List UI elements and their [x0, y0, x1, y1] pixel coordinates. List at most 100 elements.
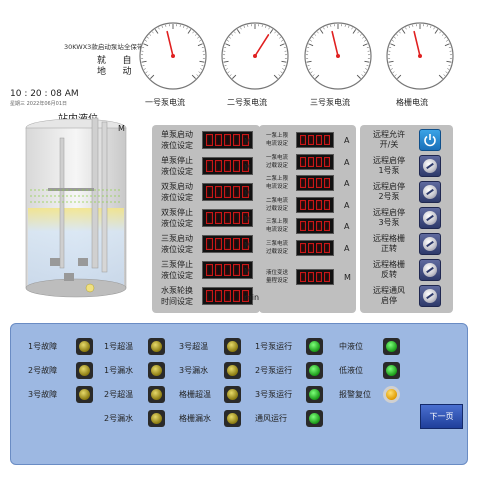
knob-icon	[423, 237, 437, 251]
remote-label: 远程格栅正转	[373, 234, 405, 253]
current-param-display[interactable]	[296, 175, 334, 191]
indicator-lamp-icon	[309, 365, 320, 376]
current-param-display[interactable]	[296, 196, 334, 213]
status-lamp	[148, 338, 165, 355]
indicator-lamp-icon	[386, 365, 397, 376]
level-param-display[interactable]	[202, 131, 253, 149]
indicator-lamp-icon	[79, 389, 90, 400]
status-lamp	[306, 386, 323, 403]
indicator-lamp-icon	[309, 389, 320, 400]
status-label: 2号漏水	[104, 414, 134, 423]
level-param-unit: M	[244, 189, 251, 198]
indicator-lamp-icon	[151, 341, 162, 352]
indicator-lamp-icon	[227, 389, 238, 400]
gauge-label-pump3: 三号泵电流	[310, 98, 350, 107]
current-param-display[interactable]	[296, 132, 334, 148]
indicator-lamp-icon	[151, 365, 162, 376]
level-param-label: 双泵停止液位设定	[161, 208, 193, 228]
remote-switch-button[interactable]	[419, 285, 441, 307]
level-param-label: 双泵启动液位设定	[161, 182, 193, 202]
current-param-label: 三泵电流过载设定	[265, 240, 288, 255]
current-param-display[interactable]	[296, 153, 334, 170]
remote-label: 远程允许开/关	[373, 130, 405, 149]
gauge-dial-4	[384, 20, 456, 92]
level-param-unit: M	[244, 215, 251, 224]
status-label: 3号漏水	[179, 366, 209, 375]
status-label: 报警复位	[339, 390, 371, 399]
level-param-unit: M	[244, 137, 251, 146]
current-param-unit: A	[344, 179, 350, 188]
knob-icon	[423, 185, 437, 199]
status-label: 3号泵运行	[255, 390, 293, 399]
level-param-display[interactable]	[202, 261, 253, 279]
level-param-display[interactable]	[202, 183, 253, 201]
status-lamp	[383, 338, 400, 355]
current-param-label: 三泵上限电流设定	[265, 219, 288, 233]
status-label: 2号泵运行	[255, 366, 293, 375]
current-param-unit: A	[344, 243, 350, 253]
remote-switch-button[interactable]	[419, 155, 441, 177]
tank-illustration	[25, 117, 127, 298]
knob-icon	[423, 159, 437, 173]
level-param-label: 三泵停止液位设定	[161, 260, 193, 280]
current-param-display[interactable]	[296, 239, 334, 256]
current-param-display[interactable]	[296, 269, 334, 285]
indicator-lamp-icon	[386, 341, 397, 352]
remote-label: 远程格栅反转	[373, 260, 405, 279]
gauge-label-grille: 格栅电流	[396, 98, 428, 107]
current-param-label: 二泵电流过载设定	[265, 197, 288, 212]
status-lamp	[306, 338, 323, 355]
clock-time: 10 : 20 : 08 AM	[10, 89, 79, 99]
mode-auto-bottom: 动	[122, 67, 132, 77]
status-label: 3号超温	[179, 342, 209, 351]
status-label: 2号超温	[104, 390, 134, 399]
indicator-lamp-icon	[227, 365, 238, 376]
alarm-reset-button[interactable]	[383, 386, 400, 403]
indicator-lamp-icon	[79, 365, 90, 376]
status-lamp	[148, 386, 165, 403]
indicator-lamp-icon	[151, 389, 162, 400]
mode-auto-top: 自	[122, 56, 132, 66]
indicator-lamp-icon	[227, 341, 238, 352]
status-lamp	[76, 338, 93, 355]
status-label: 1号泵运行	[255, 342, 293, 351]
indicator-lamp-icon	[309, 341, 320, 352]
indicator-lamp-icon	[151, 413, 162, 424]
level-param-display[interactable]	[202, 287, 253, 305]
status-label: 格栅漏水	[179, 414, 211, 423]
remote-switch-button[interactable]	[419, 207, 441, 229]
current-param-label: 一泵电流过载设定	[265, 154, 288, 169]
level-param-label: 水泵轮换时间设定	[161, 286, 193, 306]
level-param-display[interactable]	[202, 209, 253, 227]
clock: 10 : 20 : 08 AM 星期三 2022年06月01日	[10, 89, 79, 107]
level-param-unit: M	[244, 163, 251, 172]
remote-permit-button[interactable]	[419, 129, 441, 151]
knob-icon	[423, 263, 437, 277]
level-param-label: 三泵启动液位设定	[161, 234, 193, 254]
remote-switch-button[interactable]	[419, 233, 441, 255]
status-lamp	[224, 386, 241, 403]
status-label: 2号故障	[28, 366, 58, 375]
current-param-display[interactable]	[296, 218, 334, 234]
status-lamp	[224, 362, 241, 379]
indicator-lamp-icon	[227, 413, 238, 424]
gauge-dial-1	[137, 20, 209, 92]
remote-switch-button[interactable]	[419, 259, 441, 281]
status-label: 3号故障	[28, 390, 58, 399]
gauge-needle	[413, 30, 421, 57]
remote-switch-button[interactable]	[419, 181, 441, 203]
status-label: 1号漏水	[104, 366, 134, 375]
level-param-display[interactable]	[202, 157, 253, 175]
status-label: 低液位	[339, 366, 363, 375]
next-page-button[interactable]: 下一页	[420, 404, 463, 429]
level-param-display[interactable]	[202, 235, 253, 253]
current-param-unit: A	[344, 157, 350, 167]
system-title: 30KWX3款启动泵站全保带监控	[64, 43, 157, 51]
current-param-label: 液位变送量程设定	[265, 270, 288, 284]
current-param-label: 二泵上限电流设定	[265, 176, 288, 190]
level-param-unit: min	[244, 293, 260, 302]
status-label: 格栅超温	[179, 390, 211, 399]
status-lamp	[148, 410, 165, 427]
